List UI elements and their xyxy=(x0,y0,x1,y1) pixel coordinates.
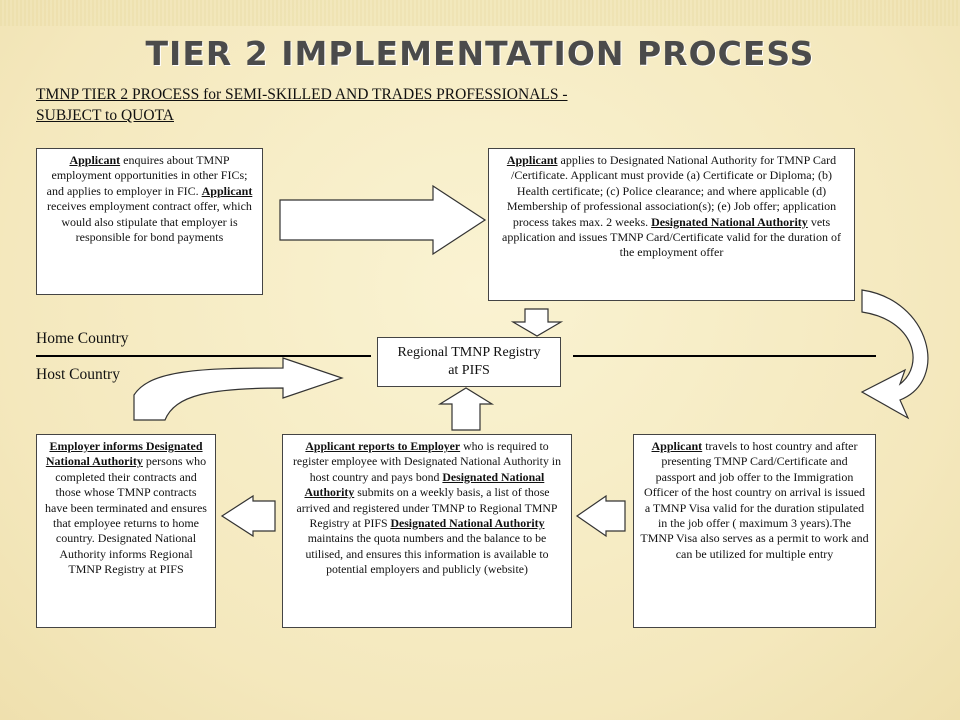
arrow-box1-to-box2 xyxy=(279,184,487,256)
box4-text-1: who is required to register employee wit… xyxy=(293,439,561,484)
registry-line-2: at PIFS xyxy=(448,363,490,378)
subtitle-line-2: SUBJECT to QUOTA xyxy=(36,107,174,124)
box1-bold-1: Applicant xyxy=(69,153,121,167)
step-designated-authority-card-box: Applicant applies to Designated National… xyxy=(488,148,855,301)
step-applicant-enquires-box: Applicant enquires about TMNP employment… xyxy=(36,148,263,295)
registry-line-1: Regional TMNP Registry xyxy=(397,345,541,360)
box1-text-1: enquires about TMNP employment opportuni… xyxy=(46,153,248,198)
box3-bold-1: Employer informs Designated National Aut… xyxy=(45,439,203,469)
arrow-box4-to-box3 xyxy=(220,494,276,538)
box5-text-1: travels to host country and after presen… xyxy=(640,439,869,561)
box3-text-1: persons who completed their contracts an… xyxy=(45,454,207,577)
subtitle-line-1: TMNP TIER 2 PROCESS for SEMI-SKILLED AND… xyxy=(36,86,568,103)
diagram-subtitle: TMNP TIER 2 PROCESS for SEMI-SKILLED AND… xyxy=(36,84,656,126)
top-decorative-band xyxy=(0,0,960,26)
step-employer-informs-box: Employer informs Designated National Aut… xyxy=(36,434,216,628)
arrow-host-to-registry-curve xyxy=(133,357,344,421)
country-divider-right xyxy=(573,355,876,357)
host-country-label: Host Country xyxy=(36,366,120,383)
box4-bold-1: Applicant reports to Employer xyxy=(305,439,461,453)
page-title: TIER 2 IMPLEMENTATION PROCESS xyxy=(145,34,815,73)
box2-bold-1: Applicant xyxy=(506,153,558,167)
box2-bold-2: Designated National Authority xyxy=(651,214,808,229)
step-applicant-reports-box: Applicant reports to Employer who is req… xyxy=(282,434,572,628)
box5-bold-1: Applicant xyxy=(651,439,703,453)
box2-text-1: applies to Designated National Authority… xyxy=(506,153,837,229)
box4-text-2: submits on a weekly basis, a list of tho… xyxy=(296,485,558,531)
arrow-box5-to-box4 xyxy=(575,494,626,538)
arrow-box2-to-box5-curve xyxy=(860,289,929,420)
step-applicant-travels-box: Applicant travels to host country and af… xyxy=(633,434,876,628)
arrow-box4-to-registry xyxy=(437,387,495,431)
country-divider-left xyxy=(36,355,371,357)
home-country-label: Home Country xyxy=(36,330,129,347)
regional-registry-box: Regional TMNP Registry at PIFS xyxy=(377,337,561,387)
box4-text-3: maintains the quota numbers and the bala… xyxy=(305,531,549,577)
box1-text-2: receives employment contract offer, whic… xyxy=(47,199,252,245)
box4-bold-2: Designated National Authority xyxy=(304,469,545,500)
box1-bold-2: Applicant xyxy=(201,183,253,198)
arrow-box2-to-registry xyxy=(510,308,564,337)
box4-bold-3: Designated National Authority xyxy=(390,516,545,531)
box2-text-2: vets application and issues TMNP Card/Ce… xyxy=(502,214,841,260)
